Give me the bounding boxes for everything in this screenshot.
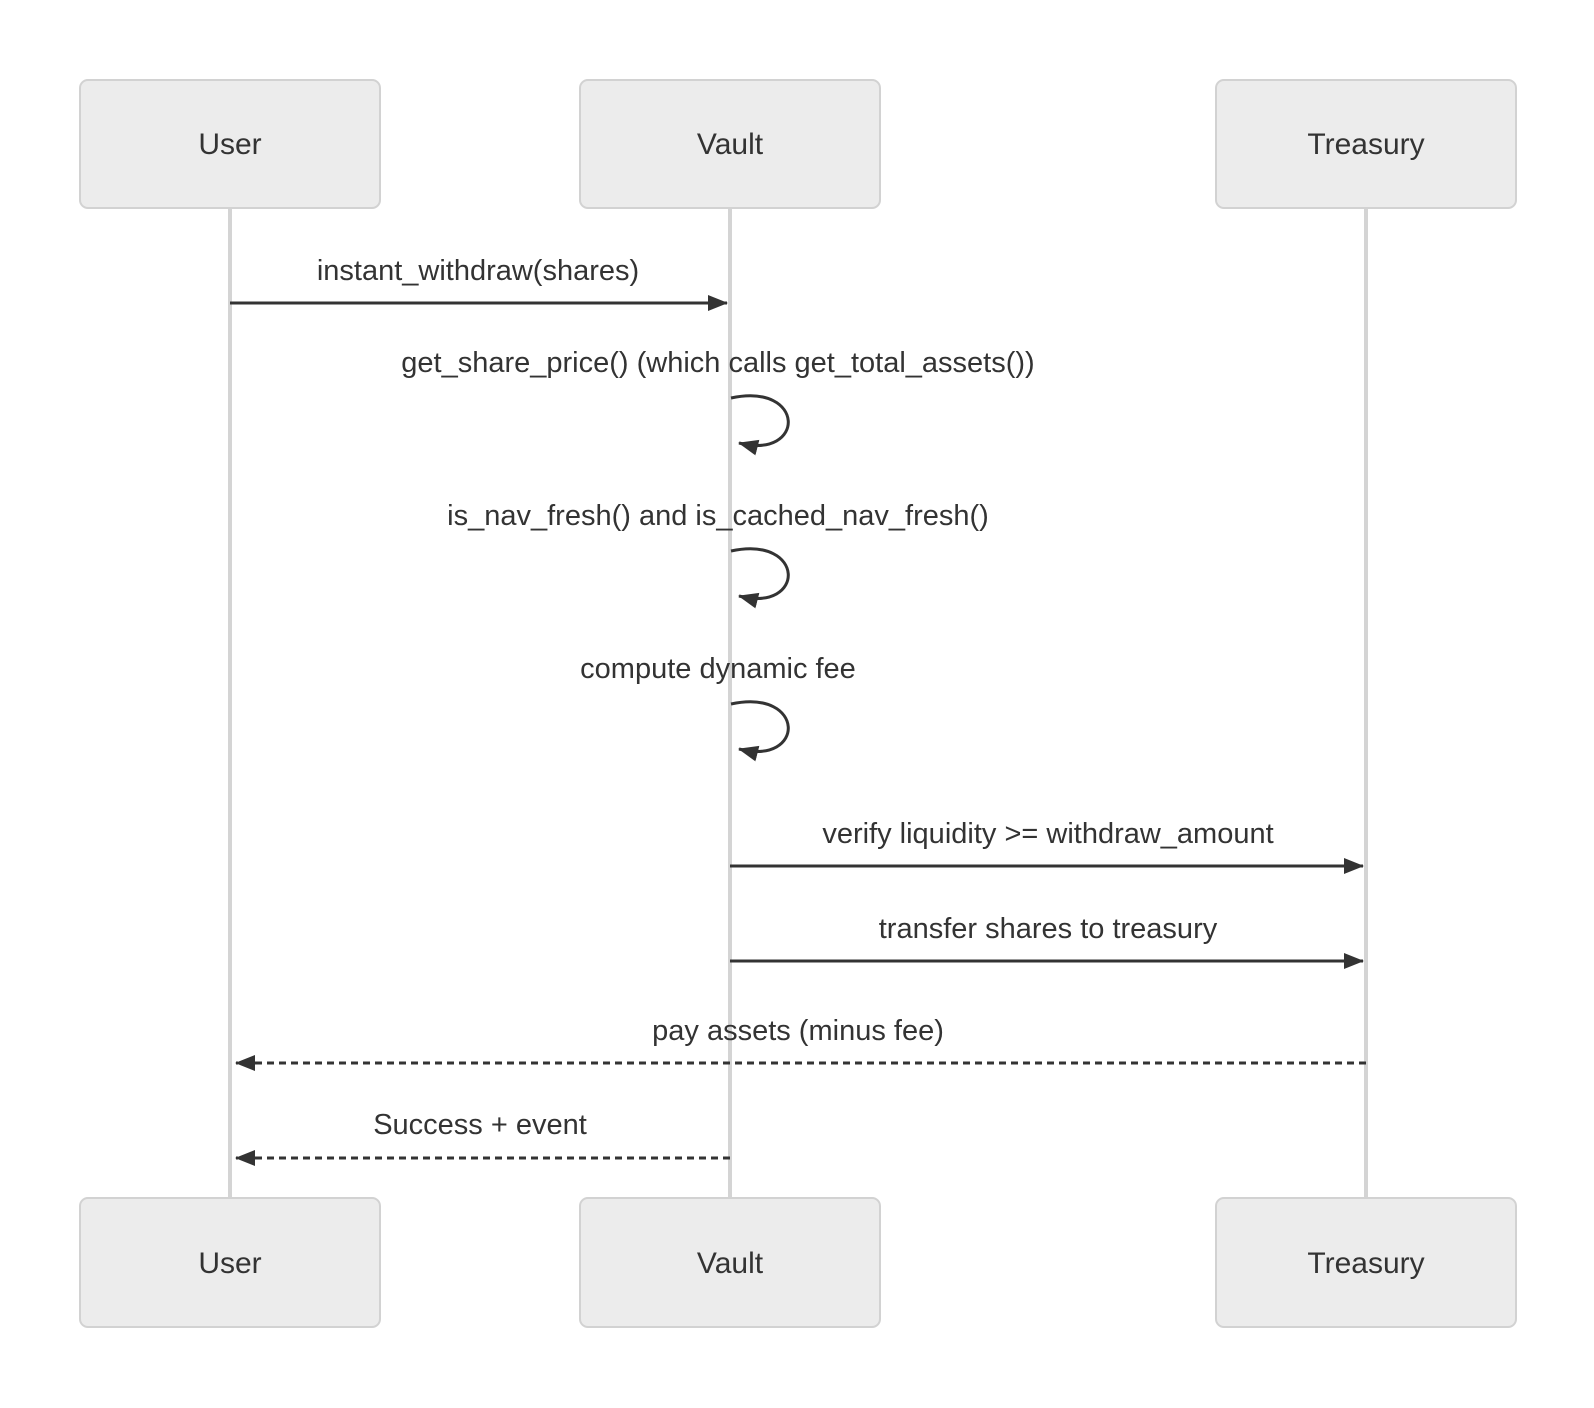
- message-transfer-shares: transfer shares to treasury: [730, 913, 1364, 969]
- actor-label-treasury-top: Treasury: [1307, 128, 1424, 161]
- message-label: get_share_price() (which calls get_total…: [401, 347, 1034, 379]
- message-instant-withdraw: instant_withdraw(shares): [230, 255, 728, 311]
- actor-row-top: User Vault Treasury: [79, 79, 1517, 209]
- actor-bottom-vault: Vault: [579, 1197, 881, 1328]
- actor-box-user-top: [79, 79, 381, 209]
- lifelines: [228, 208, 1368, 1198]
- actor-box-treasury-bottom: [1215, 1197, 1517, 1328]
- actor-top-user: User: [79, 79, 381, 209]
- actor-box-user-bottom: [79, 1197, 381, 1328]
- message-pay-assets: pay assets (minus fee): [235, 1015, 1366, 1071]
- message-compute-dynamic-fee: compute dynamic fee: [580, 653, 856, 762]
- message-label: Success + event: [373, 1109, 587, 1141]
- actor-bottom-user: User: [79, 1197, 381, 1328]
- actor-label-user-bottom: User: [198, 1247, 261, 1280]
- message-verify-liquidity: verify liquidity >= withdraw_amount: [730, 818, 1364, 874]
- actor-bottom-treasury: Treasury: [1215, 1197, 1517, 1328]
- message-is-nav-fresh: is_nav_fresh() and is_cached_nav_fresh(): [447, 500, 989, 609]
- actor-label-vault-top: Vault: [697, 128, 764, 161]
- actor-label-vault-bottom: Vault: [697, 1247, 764, 1280]
- message-label: verify liquidity >= withdraw_amount: [822, 818, 1273, 850]
- actor-box-vault-top: [579, 79, 881, 209]
- actor-top-treasury: Treasury: [1215, 79, 1517, 209]
- actor-box-vault-bottom: [579, 1197, 881, 1328]
- actor-label-treasury-bottom: Treasury: [1307, 1247, 1424, 1280]
- message-success-event: Success + event: [235, 1109, 730, 1166]
- actor-box-treasury-top: [1215, 79, 1517, 209]
- message-label: compute dynamic fee: [580, 653, 856, 685]
- message-label: transfer shares to treasury: [879, 913, 1218, 945]
- actor-top-vault: Vault: [579, 79, 881, 209]
- message-get-share-price: get_share_price() (which calls get_total…: [401, 347, 1035, 456]
- self-loop-arrow: [730, 700, 790, 762]
- self-loop-arrow: [730, 394, 790, 456]
- message-label: is_nav_fresh() and is_cached_nav_fresh(): [447, 500, 989, 532]
- actor-row-bottom: User Vault Treasury: [79, 1197, 1517, 1328]
- message-label: instant_withdraw(shares): [317, 255, 639, 287]
- self-loop-arrow: [730, 547, 790, 609]
- actor-label-user-top: User: [198, 128, 261, 161]
- message-label: pay assets (minus fee): [652, 1015, 944, 1047]
